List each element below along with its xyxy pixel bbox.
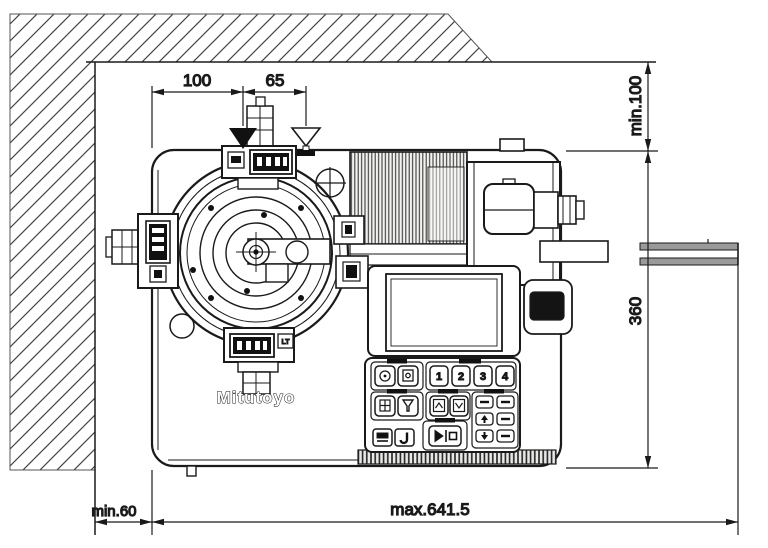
- key-2: [451, 365, 471, 387]
- detector-shaft: [539, 240, 609, 263]
- arm-strip-top: [639, 242, 739, 251]
- turntable-bolt-holes: [190, 205, 304, 301]
- wall-section: [9, 13, 656, 535]
- probe-arm-knob: [285, 240, 309, 264]
- chevron-down-icon: [452, 398, 466, 413]
- probe-arm-bracket: [265, 263, 289, 283]
- turntable-icon: [379, 370, 391, 382]
- position-markers: [229, 127, 322, 156]
- jog-keys: [475, 395, 515, 443]
- bottom-badge-label: LT: [281, 339, 290, 346]
- down-arrow-icon: [481, 435, 488, 440]
- extended-arm-phantom: [639, 239, 739, 266]
- micrometer-bottom: LT: [223, 327, 295, 395]
- minus-icon: [501, 434, 510, 438]
- start-stop-icon: [434, 429, 458, 443]
- dim-label-min60: min.60: [91, 503, 136, 520]
- up-arrow-icon: [481, 415, 488, 420]
- arm-strip-bottom: [639, 257, 739, 266]
- machine-foot: [186, 465, 197, 477]
- key-4: [495, 365, 515, 387]
- left-display-digits: [152, 228, 164, 251]
- keypad-panel: 1 2 3 4: [364, 357, 521, 453]
- dim-arrows-top: [152, 88, 306, 96]
- bottom-mount-plate: [237, 361, 279, 373]
- key-1-label: 1: [436, 371, 442, 383]
- center-dot: [253, 249, 259, 255]
- key-3: [473, 365, 493, 387]
- bottom-badge: [277, 333, 294, 349]
- chevron-up-icon: [432, 398, 446, 413]
- dim-label-100: 100: [183, 71, 211, 90]
- micrometer-left: [105, 213, 179, 289]
- dim-label-65: 65: [266, 71, 285, 90]
- detector-holder: [483, 183, 535, 235]
- print-icon: [376, 432, 389, 442]
- dim-label-360: 360: [626, 297, 645, 325]
- key-start-stop: [428, 425, 462, 447]
- detector-icon: [401, 399, 415, 412]
- base-hole: [169, 313, 195, 339]
- holder-end-cap: [557, 195, 577, 225]
- group-ticks: [387, 359, 504, 423]
- leveling-icon: [379, 399, 391, 412]
- display-panel: [367, 265, 521, 357]
- minus-icon: [501, 400, 510, 404]
- top-thimble-cap: [255, 96, 266, 107]
- micrometer-right: [333, 215, 369, 289]
- top-stub: [499, 138, 525, 152]
- top-display-digits: [257, 157, 287, 166]
- dim-arrows-bottom: [95, 518, 738, 526]
- brand-logo: Mitutoyo: [217, 388, 296, 407]
- open-datum-marker: [290, 127, 322, 148]
- dim-label-min100: min.100: [626, 76, 645, 136]
- minus-icon: [480, 400, 489, 404]
- key-power: [394, 428, 415, 447]
- key-3-label: 3: [480, 371, 486, 383]
- marker-base-pad: [297, 150, 315, 156]
- key-detector: [397, 395, 419, 417]
- bellows-arm: [349, 151, 468, 266]
- bellows-inset-panel: [427, 166, 465, 242]
- holder-side-block: [533, 191, 559, 229]
- dim-arrows-right: [644, 62, 652, 468]
- dimension-annotations: 100 65 min.100 360 min.60 max.641.5: [91, 62, 739, 535]
- micrometer-top: [221, 96, 297, 190]
- minus-icon: [501, 417, 510, 421]
- filled-datum-marker: [229, 128, 257, 149]
- centering-icon: [402, 369, 414, 382]
- key-centering: [397, 365, 419, 387]
- key-1: [429, 365, 449, 387]
- digit-keys: 1 2 3 4: [429, 365, 515, 387]
- key-4-label: 4: [502, 371, 509, 383]
- clamp-knob: [529, 291, 565, 321]
- dim-label-max6415: max.641.5: [390, 500, 469, 519]
- carriage-assembly: [466, 161, 609, 335]
- power-icon: [399, 432, 409, 445]
- leveling-mark: [314, 167, 346, 199]
- top-mount-plate: [237, 177, 279, 190]
- bottom-display-digits: [237, 341, 267, 350]
- end-cap-tip: [575, 200, 585, 220]
- key-2-label: 2: [458, 371, 464, 383]
- lcd-screen-inner: [390, 278, 498, 347]
